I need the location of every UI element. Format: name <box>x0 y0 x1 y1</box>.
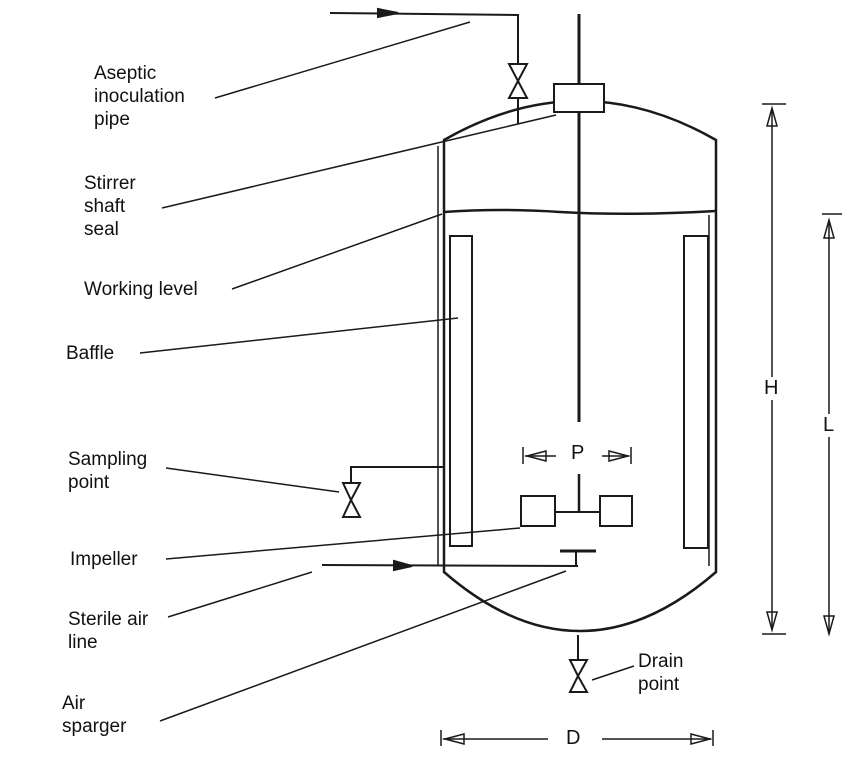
label-air-sparger: Air sparger <box>62 692 126 738</box>
shaft-seal-box <box>553 83 605 113</box>
sterile-air-line <box>321 564 579 567</box>
label-sampling-point: Sampling point <box>68 448 147 494</box>
label-aseptic-line1: Aseptic <box>94 63 157 84</box>
dimension-P-arrow-right <box>608 450 631 462</box>
dimension-L-arrow-top <box>823 217 835 239</box>
label-sampling-line1: Sampling <box>68 449 148 470</box>
label-impeller: Impeller <box>70 548 138 571</box>
label-sparger-line1: Air <box>62 693 86 714</box>
label-drain-point: Drain point <box>638 650 683 696</box>
inoculation-valve-icon <box>507 63 529 99</box>
dimension-P-label: P <box>568 442 588 465</box>
dimension-P-arrow-left <box>524 450 547 462</box>
leader-sampling <box>165 467 340 493</box>
inoculation-pipe-arrow <box>377 7 399 19</box>
label-stirrer-line3: seal <box>84 219 119 240</box>
sampling-pipe <box>350 466 444 483</box>
label-sparger-line2: sparger <box>62 716 127 737</box>
inoculation-pipe <box>329 12 519 64</box>
baffle-right <box>683 235 709 549</box>
leader-impeller <box>165 527 521 560</box>
leader-baffle <box>139 317 459 354</box>
leader-aseptic-pipe <box>214 21 471 99</box>
dimension-H-arrow-bottom <box>766 611 778 633</box>
leader-sterile-air <box>167 571 313 618</box>
label-working-level: Working level <box>84 278 198 301</box>
label-impeller-text: Impeller <box>70 549 138 570</box>
sterile-air-arrow <box>393 559 413 572</box>
label-stirrer-shaft-seal: Stirrer shaft seal <box>84 172 136 241</box>
vessel-outline <box>442 99 718 633</box>
label-sampling-line2: point <box>68 472 110 493</box>
dimension-L-arrow-bottom <box>823 615 835 637</box>
dimension-L-label: L <box>820 414 838 437</box>
label-stirrer-line1: Stirrer <box>84 173 136 194</box>
label-baffle: Baffle <box>66 342 114 365</box>
impeller-blade-right <box>599 495 633 527</box>
label-aseptic-line2: inoculation <box>94 86 185 107</box>
drain-valve-icon <box>568 659 589 693</box>
label-sterile-air-line: Sterile air line <box>68 608 148 654</box>
leader-stirrer-seal <box>161 114 557 209</box>
label-baffle-text: Baffle <box>66 343 115 364</box>
impeller-blade-left <box>520 495 556 527</box>
label-aseptic-line3: pipe <box>94 109 130 130</box>
dimension-D-arrow-left <box>442 733 465 745</box>
working-level-line <box>443 208 717 216</box>
label-sterile-line2: line <box>68 632 98 653</box>
leader-sparger <box>159 570 567 722</box>
label-aseptic-inoculation-pipe: Aseptic inoculation pipe <box>94 62 185 131</box>
label-drain-line1: Drain <box>638 651 684 672</box>
label-sterile-line1: Sterile air <box>68 609 149 630</box>
baffle-left <box>449 235 473 547</box>
dimension-H-arrow-top <box>766 105 778 127</box>
leader-working-level <box>231 213 443 290</box>
label-stirrer-line2: shaft <box>84 196 126 217</box>
dimension-H-label: H <box>761 377 782 400</box>
dimension-D-label: D <box>563 727 584 750</box>
label-drain-line2: point <box>638 674 680 695</box>
dimension-D-arrow-right <box>690 733 713 745</box>
leader-drain <box>591 665 635 681</box>
label-working-level-text: Working level <box>84 279 198 300</box>
sampling-valve-icon <box>341 482 362 518</box>
